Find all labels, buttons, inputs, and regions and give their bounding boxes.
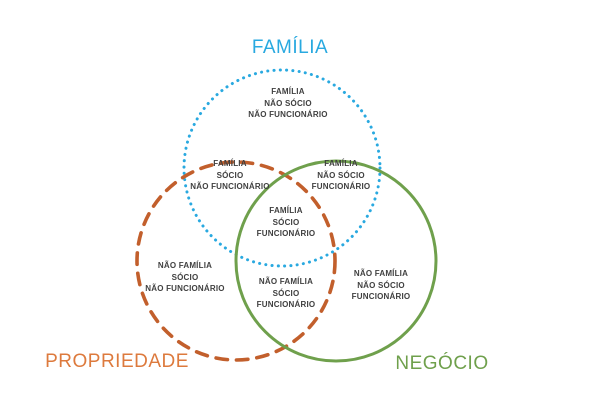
region-line: NÃO FAMÍLIA [157, 260, 213, 270]
region-negocio-only: NÃO FAMÍLIA NÃO SÓCIO FUNCIONÁRIO [352, 268, 411, 303]
region-line: FUNCIONÁRIO [311, 181, 371, 191]
region-line: FAMÍLIA [271, 86, 305, 96]
region-line: NÃO FUNCIONÁRIO [145, 283, 225, 293]
region-familia-only: FAMÍLIA NÃO SÓCIO NÃO FUNCIONÁRIO [248, 86, 327, 121]
region-line: NÃO FUNCIONÁRIO [190, 181, 270, 191]
familia-title: FAMÍLIA [251, 37, 329, 58]
negocio-title: NEGÓCIO [395, 353, 489, 374]
region-propriedade-only: NÃO FAMÍLIA SÓCIO NÃO FUNCIONÁRIO [145, 260, 224, 295]
region-line: FUNCIONÁRIO [256, 228, 316, 238]
region-line: FUNCIONÁRIO [351, 291, 411, 301]
region-line: NÃO SÓCIO [357, 280, 405, 290]
region-line: NÃO SÓCIO [317, 170, 365, 180]
region-line: NÃO SÓCIO [264, 98, 312, 108]
region-line: FAMÍLIA [269, 205, 303, 215]
region-line: FUNCIONÁRIO [256, 299, 316, 309]
region-line: FAMÍLIA [213, 158, 247, 168]
region-familia-propriedade: FAMÍLIA SÓCIO NÃO FUNCIONÁRIO [190, 158, 269, 193]
region-line: NÃO FAMÍLIA [258, 276, 314, 286]
region-center: FAMÍLIA SÓCIO FUNCIONÁRIO [257, 205, 316, 240]
propriedade-title: PROPRIEDADE [45, 351, 189, 372]
region-familia-negocio: FAMÍLIA NÃO SÓCIO FUNCIONÁRIO [312, 158, 371, 193]
negocio-circle [234, 159, 438, 363]
familia-circle [182, 68, 382, 268]
region-line: SÓCIO [216, 170, 244, 180]
region-line: SÓCIO [272, 217, 300, 227]
propriedade-circle [135, 160, 337, 362]
region-line: FAMÍLIA [324, 158, 358, 168]
region-line: SÓCIO [171, 272, 199, 282]
region-line: SÓCIO [272, 288, 300, 298]
region-line: NÃO FAMÍLIA [353, 268, 409, 278]
region-line: NÃO FUNCIONÁRIO [248, 109, 328, 119]
region-propriedade-negocio: NÃO FAMÍLIA SÓCIO FUNCIONÁRIO [257, 276, 316, 311]
